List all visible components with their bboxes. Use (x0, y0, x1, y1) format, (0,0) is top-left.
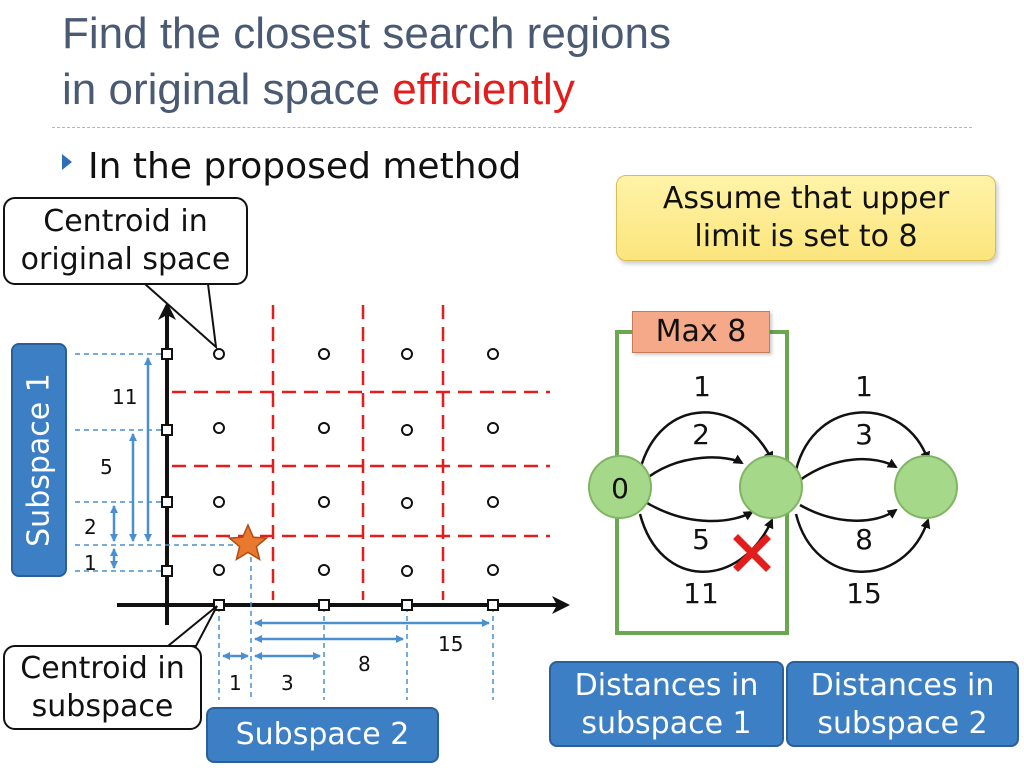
title-divider (52, 127, 972, 128)
slide-title: Find the closest search regions in origi… (62, 6, 671, 118)
label-hdist-8: 8 (358, 652, 371, 676)
axis-centroid-markers (161, 348, 499, 611)
measure-arrows-vertical (110, 357, 152, 569)
edge-label-sub2-8: 8 (855, 523, 873, 556)
original-centroids (213, 348, 499, 577)
measure-guides-horizontal (218, 548, 494, 700)
note-line1: Assume that upper (662, 181, 950, 216)
edge-label-sub2-15: 15 (846, 577, 882, 610)
query-star-icon (227, 523, 269, 561)
label-hdist-15: 15 (438, 632, 463, 656)
title-line-2: in original space (62, 65, 393, 114)
edge-label-sub2-1: 1 (855, 370, 873, 403)
subspace1-label: Subspace 1 (11, 343, 67, 577)
caption-distances-subspace1: Distances in subspace 1 (549, 661, 784, 747)
caption1-line2: subspace 1 (581, 706, 752, 741)
callout-centroid-original: Centroid in original space (3, 197, 248, 285)
label-dist-2: 2 (84, 515, 97, 539)
edge-label-sub1-2: 2 (692, 418, 710, 451)
caption-distances-subspace2: Distances in subspace 2 (786, 661, 1019, 747)
callout-centroid-subspace: Centroid in subspace (3, 645, 202, 730)
graph-node-start (588, 455, 652, 519)
callout-subspace-line1: Centroid in (20, 651, 185, 686)
grid-dashed-lines (172, 305, 550, 600)
bullet-point: In the proposed method (62, 146, 521, 187)
measure-arrows-horizontal (222, 619, 490, 660)
graph-edges-sub1 (638, 411, 774, 573)
callout-pointer-subspace (165, 605, 218, 647)
label-dist-11: 11 (112, 385, 137, 409)
caption2-line2: subspace 2 (817, 706, 988, 741)
max-limit-label: Max 8 (632, 311, 770, 353)
callout-pointer-original (142, 283, 218, 350)
edge-label-sub1-5: 5 (692, 523, 710, 556)
label-hdist-1: 1 (229, 671, 242, 695)
callout-original-line2: original space (20, 242, 231, 277)
label-hdist-3: 3 (281, 671, 294, 695)
edge-label-sub1-11: 11 (683, 577, 719, 610)
graph-edges-sub2 (794, 411, 931, 573)
graph-node-end (894, 455, 958, 519)
edge-label-sub2-3: 3 (855, 418, 873, 451)
subspace1-label-text: Subspace 1 (21, 373, 57, 547)
caption1-line1: Distances in (574, 668, 759, 703)
bullet-text: In the proposed method (88, 146, 522, 187)
assumption-note: Assume that upper limit is set to 8 (616, 175, 996, 261)
graph-node-start-label: 0 (611, 472, 629, 505)
note-line2: limit is set to 8 (694, 219, 918, 254)
graph-node-mid (739, 455, 803, 519)
label-dist-1: 1 (84, 551, 97, 575)
bullet-arrow-icon (62, 154, 72, 170)
label-dist-5: 5 (100, 455, 113, 479)
title-line-1: Find the closest search regions (62, 9, 671, 58)
callout-subspace-line2: subspace (31, 689, 174, 724)
caption2-line1: Distances in (810, 668, 995, 703)
subspace2-label: Subspace 2 (206, 707, 439, 763)
title-emphasis: efficiently (392, 65, 575, 114)
callout-original-line1: Centroid in (43, 204, 208, 239)
edge-label-sub1-1: 1 (693, 370, 711, 403)
pruned-cross-icon (733, 534, 771, 572)
